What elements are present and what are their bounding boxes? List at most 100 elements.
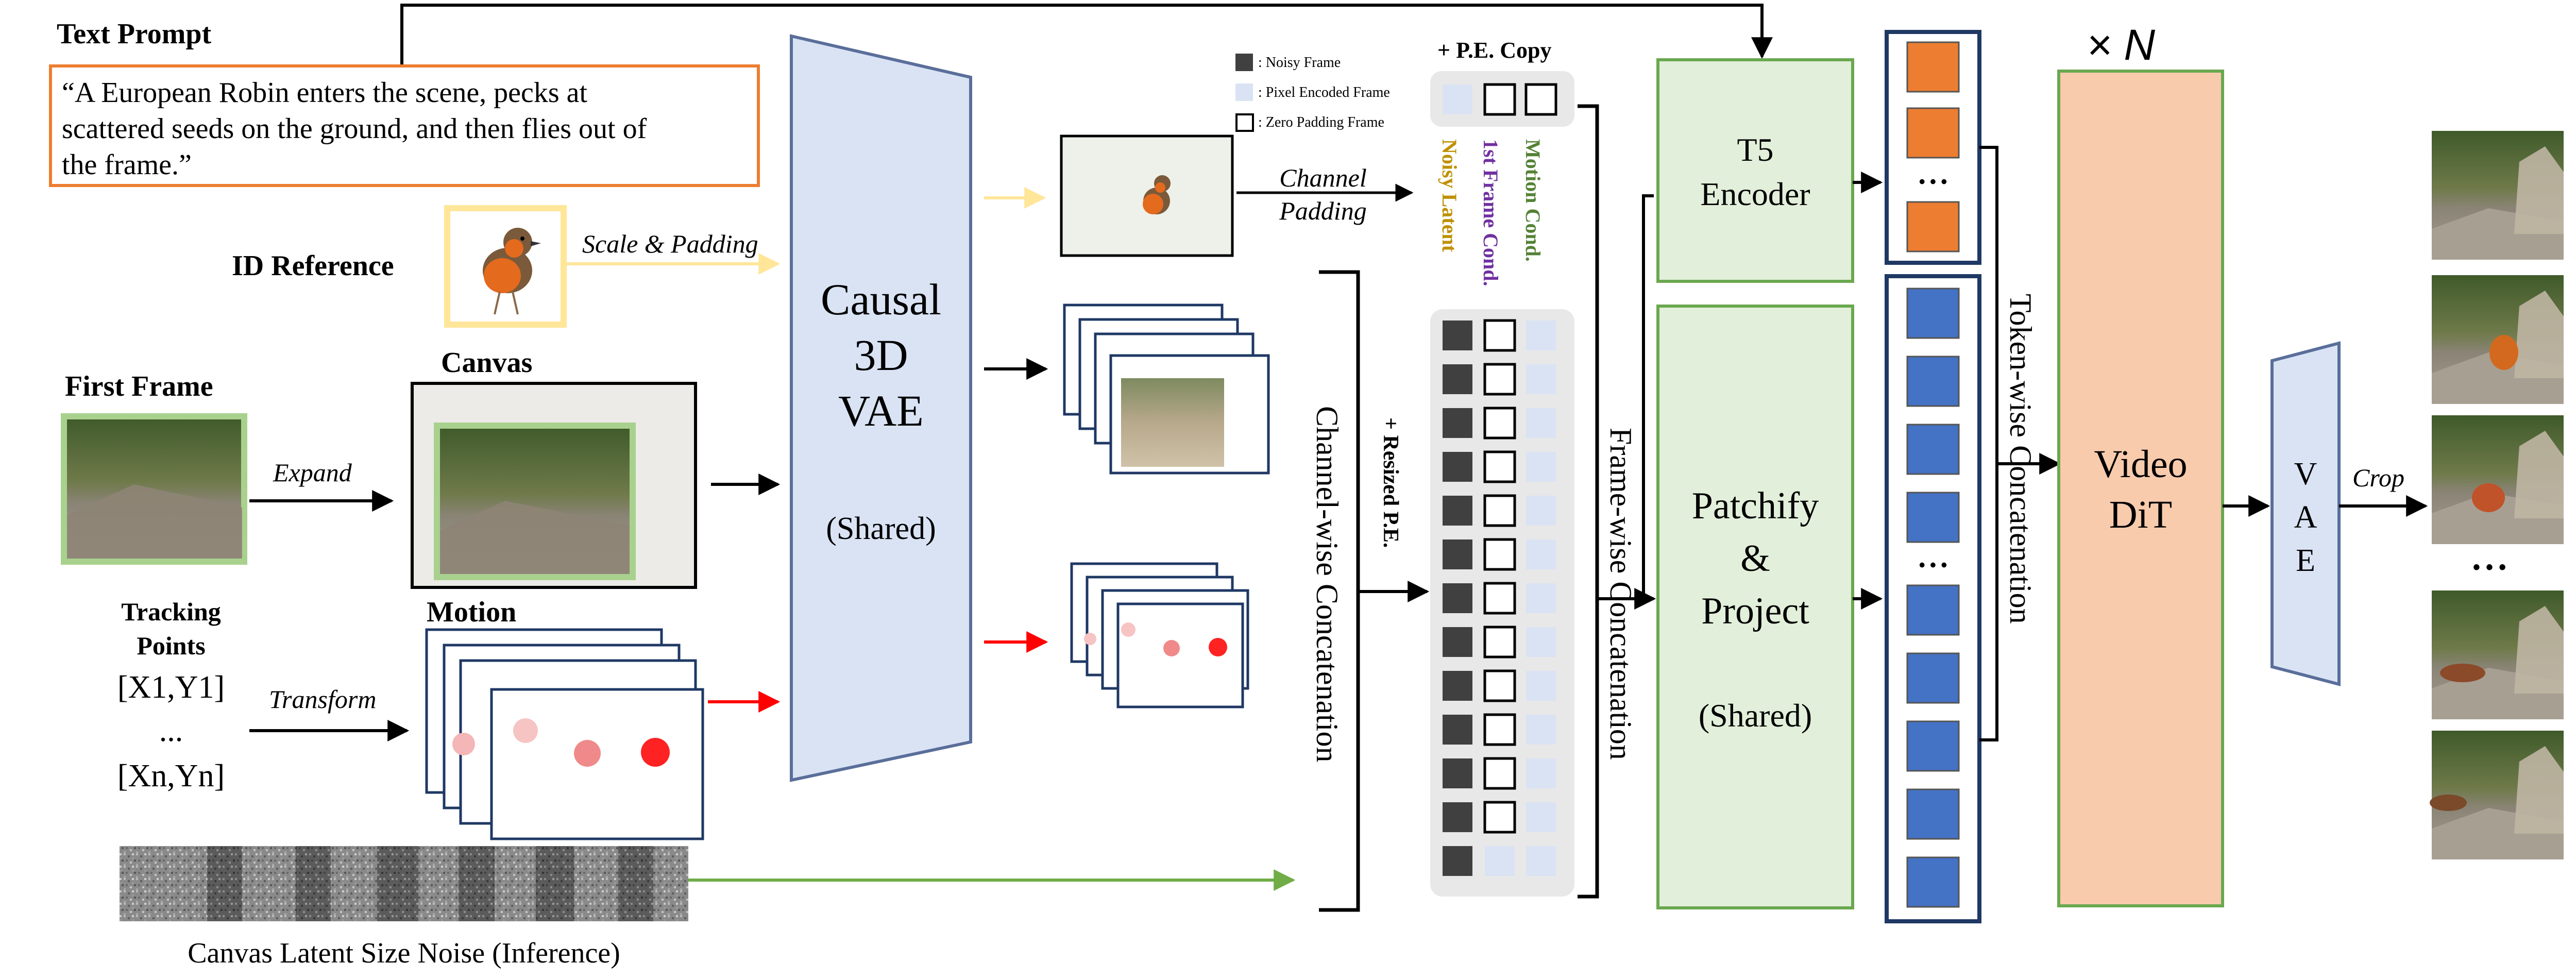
legend-noisy: : Noisy Frame (1258, 55, 1341, 71)
noisy-frame-cell (1443, 496, 1472, 526)
noisy-frame-cell (1443, 846, 1472, 876)
zero-padding-cell (1483, 626, 1516, 659)
dit-line-2: DiT (2109, 493, 2172, 536)
zero-padding-cell (1483, 407, 1516, 440)
token-wise-connector (1979, 146, 2061, 741)
first-frame-label: First Frame (65, 370, 213, 402)
noisy-frame-cell (1443, 364, 1472, 394)
prompt-to-t5-connector (400, 4, 1773, 66)
video-token (1906, 356, 1960, 407)
resized-pe-label: + Resized P.E. (1379, 417, 1402, 548)
causal-3d-vae: Causal 3D VAE (Shared) (790, 34, 972, 782)
channel-wise-bracket (1319, 270, 1430, 912)
noisy-frame-cell (1443, 715, 1472, 745)
vae-line-1: Causal (821, 275, 941, 324)
zero-padding-cell (1483, 538, 1516, 571)
col-label-motion-cond: Motion Cond. (1521, 139, 1545, 262)
channel-wise-label: Channel-wise Concatenation (1310, 406, 1344, 762)
times-n-label: × N (2087, 21, 2155, 69)
noisy-frame-cell (1443, 320, 1472, 350)
noisy-frame-cell (1443, 408, 1472, 438)
text-prompt-line-1: “A European Robin enters the scene, peck… (62, 77, 588, 109)
first-frame-image (61, 413, 247, 565)
output-frame (2432, 275, 2564, 404)
legend-pixel: : Pixel Encoded Frame (1258, 85, 1390, 100)
output-frame (2432, 415, 2564, 544)
dit-line-1: Video (2094, 443, 2187, 486)
channel-padding-line-1: Channel (1279, 163, 1366, 192)
coord-last: [Xn,Yn] (117, 758, 225, 794)
id-latent-frame (1060, 134, 1234, 257)
tracking-label-2: Points (137, 631, 205, 660)
video-token (1906, 788, 1960, 840)
noisy-frame-cell (1443, 758, 1472, 788)
frame-wise-bracket (1578, 104, 1656, 899)
pixel-frame-cell (1526, 671, 1556, 701)
pe-copy-label: + P.E. Copy (1437, 38, 1552, 63)
pixel-frame-cell (1526, 452, 1556, 482)
motion-label: Motion (427, 596, 516, 628)
id-reference-image (444, 205, 567, 328)
frame-type-legend: : Noisy Frame : Pixel Encoded Frame : Ze… (1235, 54, 1390, 132)
crop-label: Crop (2352, 463, 2404, 492)
coord-ellipsis: ... (159, 713, 183, 748)
canvas-image (411, 382, 697, 589)
pixel-frame-cell (1526, 846, 1556, 876)
noise-caption: Canvas Latent Size Noise (Inference) (188, 937, 620, 969)
output-frames (2430, 131, 2564, 859)
motion-latent-stack (1070, 562, 1249, 708)
text-token-column: • • • (1885, 30, 1981, 265)
zero-padding-cell (1483, 582, 1516, 615)
vae-line-2: 3D (854, 330, 908, 380)
patchify-project: Patchify & Project (Shared) (1656, 305, 1854, 909)
pixel-frame-cell (1526, 496, 1556, 526)
pixel-frame-cell (1526, 715, 1556, 745)
pixel-frame-cell (1526, 627, 1556, 657)
noisy-frame-cell (1443, 539, 1472, 569)
motion-frames-stack (425, 628, 704, 840)
video-token-column: • • • (1885, 274, 1981, 923)
text-prompt-line-2: scattered seeds on the ground, and then … (62, 113, 647, 145)
video-token (1906, 584, 1960, 636)
pixel-frame-cell (1526, 802, 1556, 832)
video-token (1906, 424, 1960, 475)
pixel-frame-cell (1526, 758, 1556, 788)
output-frame (2432, 131, 2564, 260)
frame-latent-stack (1063, 303, 1270, 475)
expand-label: Expand (273, 458, 352, 487)
noisy-frame-cell (1443, 583, 1472, 613)
canvas-noise-strip (120, 846, 688, 921)
zero-padding-cell (1483, 450, 1516, 483)
vae-dec-a: A (2294, 500, 2317, 535)
zero-padding-cell (1483, 319, 1516, 352)
noisy-frame-cell (1443, 671, 1472, 701)
pe-copy-row (1430, 71, 1574, 127)
video-token (1906, 720, 1960, 772)
video-token (1906, 492, 1960, 543)
pixel-frame-cell (1526, 583, 1556, 613)
pixel-frame-cell (1485, 846, 1515, 876)
video-token (1906, 856, 1960, 908)
vae-decoder: V A E (2270, 341, 2341, 686)
id-reference-label: ID Reference (232, 250, 394, 282)
noisy-frame-cell (1443, 627, 1472, 657)
text-prompt-line-3: the frame.” (62, 149, 192, 181)
pixel-frame-cell (1526, 539, 1556, 569)
pixel-frame-cell (1526, 364, 1556, 394)
canvas-label: Canvas (441, 347, 532, 379)
text-prompt-title: Text Prompt (57, 18, 212, 50)
vae-dec-e: E (2296, 543, 2315, 578)
patchify-line-1: Patchify (1692, 485, 1819, 527)
zero-padding-cell (1483, 713, 1516, 746)
t5-line-2: Encoder (1700, 176, 1810, 212)
legend-zero: : Zero Padding Frame (1258, 114, 1384, 130)
t5-line-1: T5 (1737, 131, 1773, 168)
transform-label: Transform (269, 685, 376, 714)
vae-line-3: VAE (838, 386, 924, 435)
conditioning-grid (1430, 309, 1574, 897)
t5-encoder: T5 Encoder (1656, 58, 1854, 283)
zero-padding-cell (1483, 363, 1516, 396)
output-dots: • • • (2473, 556, 2506, 579)
vae-shared: (Shared) (826, 511, 936, 546)
video-dit: Video DiT (2057, 70, 2224, 907)
